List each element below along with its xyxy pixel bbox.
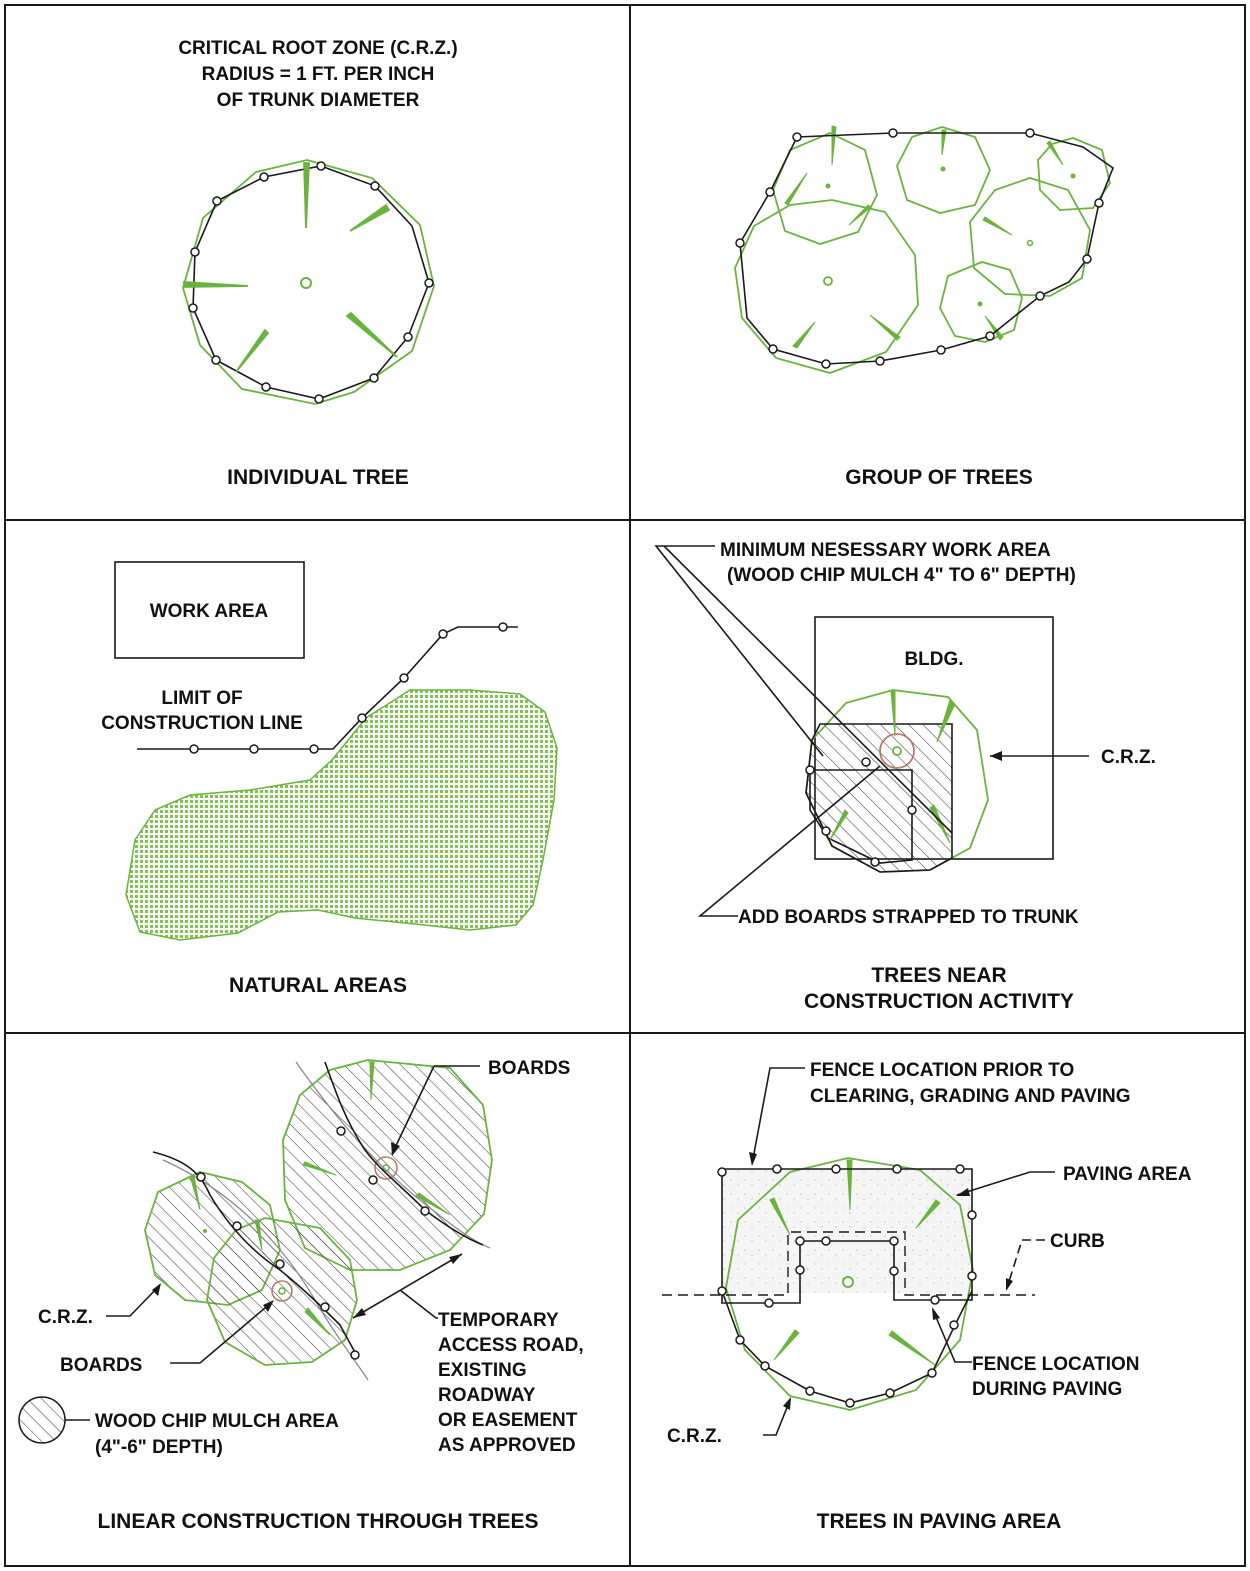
curb-label: CURB [1050,1231,1105,1252]
crz-label: C.R.Z. [1101,747,1156,768]
mulch-legend: WOOD CHIP MULCH AREA (4"-6" DEPTH) [18,1396,339,1458]
paving-area [722,1169,972,1293]
panel-title-group: GROUP OF TREES [845,466,1032,489]
panel-title-linear: LINEAR CONSTRUCTION THROUGH TREES [98,1510,539,1533]
boards-label: ADD BOARDS STRAPPED TO TRUNK [738,907,1079,928]
near-fence-line [809,769,913,864]
panel-linear-construction: BOARDS BOARDS C.R.Z. TEMPORARY ACCESS RO… [18,1058,584,1533]
fence-during-line-2: DURING PAVING [972,1379,1122,1400]
min-work-label-line-1: MINIMUM NESESSARY WORK AREA [720,540,1051,561]
mulch-legend-line-2: (4"-6" DEPTH) [95,1437,223,1458]
tree-trunks [823,166,1076,307]
crz-left-leader [106,1284,161,1317]
panel-title-near-line-2: CONSTRUCTION ACTIVITY [804,990,1074,1013]
fence-prior-line-2: CLEARING, GRADING AND PAVING [810,1086,1131,1107]
panel-group-of-trees: GROUP OF TREES [734,125,1114,489]
linear-fence-nodes [196,1126,430,1360]
fence-prior-line-1: FENCE LOCATION PRIOR TO [810,1060,1074,1081]
crz-note-line-3: OF TRUNK DIAMETER [217,90,420,111]
crz-note-line-2: RADIUS = 1 FT. PER INCH [202,64,435,85]
paving-crz-circle [725,1157,974,1411]
group-limit-line [739,132,1114,365]
panel-individual-tree: CRITICAL ROOT ZONE (C.R.Z.) RADIUS = 1 F… [178,38,457,489]
road-leader [399,1289,438,1319]
road-dim-line [352,1253,463,1319]
root-wedges [183,162,398,373]
linear-limit-line [152,1151,358,1357]
panel-trees-near-construction: MINIMUM NESESSARY WORK AREA (WOOD CHIP M… [654,540,1156,1013]
work-area-label: WORK AREA [150,601,269,622]
trunk-icon [892,746,902,756]
curb-line [662,1231,1035,1296]
large-tree-boards [374,1156,398,1180]
curb-leader [1006,1239,1045,1289]
tree-canopies [734,126,1111,374]
road-label-1: TEMPORARY [438,1310,559,1331]
road-label-5: OR EASEMENT [438,1410,578,1431]
fence-prior-leader [751,1067,805,1165]
near-fence-nodes [805,757,917,867]
natural-area-hatch [125,689,558,941]
crz-arrowhead [990,751,1002,761]
fence-during-line-1: FENCE LOCATION [972,1354,1139,1375]
linear-limit-line-2 [324,1061,484,1246]
group-fence-nodes [735,128,1104,369]
paving-crz-leader [763,1399,791,1436]
trunk-icon [842,1276,854,1288]
mulch-legend-swatch [18,1396,66,1444]
boards-top-leader-2 [391,1065,435,1155]
limit-of-construction-line [192,165,430,400]
sheet-frame [4,4,1246,1567]
fence-during-line [721,1240,973,1304]
work-area-box [114,561,305,659]
crz-note-line-1: CRITICAL ROOT ZONE (C.R.Z.) [178,38,457,59]
center-tree-boards [271,1280,293,1302]
boards-leader [697,765,881,917]
building-tree-trunk [879,733,915,769]
road-label-2: ACCESS ROAD, [438,1335,584,1356]
fence-prior-line [721,1168,973,1291]
panel-title-near-line-1: TREES NEAR [871,964,1006,987]
paving-crz-label: C.R.Z. [667,1426,722,1447]
min-work-leader-2 [663,545,953,834]
crz-left-label: C.R.Z. [38,1307,93,1328]
linear-root-wedges [189,1061,451,1336]
paving-area-leader [956,1171,1055,1196]
crz-lower-fence [721,1290,973,1404]
center-tree-crz [206,1217,358,1366]
bldg-label: BLDG. [904,649,963,670]
fence-during-leader [932,1309,972,1363]
group-root-wedges [784,125,1064,349]
panel-trees-in-paving: FENCE LOCATION PRIOR TO CLEARING, GRADIN… [662,1060,1192,1533]
trunk-icon [300,277,312,289]
road-label-3: EXISTING [438,1360,527,1381]
panel-title-paving: TREES IN PAVING AREA [817,1510,1062,1533]
crz-circle [182,159,435,405]
limit-label-line-2: CONSTRUCTION LINE [101,713,303,734]
panel-natural-areas: WORK AREA LIMIT OF CONSTRUCTION LINE NAT… [101,561,558,997]
min-work-leader [654,545,824,757]
mulch-legend-line-1: WOOD CHIP MULCH AREA [95,1411,339,1432]
panel-title-natural: NATURAL AREAS [229,974,407,997]
limit-label-line-1: LIMIT OF [161,688,242,709]
limit-of-construction-line [137,626,518,750]
paving-fence-nodes [717,1164,977,1408]
mulch-work-area [805,723,953,873]
fence-post-nodes [188,161,434,404]
boards-left-label: BOARDS [60,1355,142,1376]
panel-title-individual: INDIVIDUAL TREE [227,466,409,489]
min-work-label-line-2: (WOOD CHIP MULCH 4" TO 6" DEPTH) [727,565,1076,586]
road-edge-gray-2 [295,1061,491,1249]
boards-left-leader [170,1301,273,1364]
natural-fence-nodes [189,622,508,754]
boards-top-label: BOARDS [488,1058,570,1079]
paving-area-label: PAVING AREA [1063,1164,1192,1185]
road-label-6: AS APPROVED [438,1435,576,1456]
road-label-4: ROADWAY [438,1385,536,1406]
paving-root-wedges [769,1159,941,1366]
